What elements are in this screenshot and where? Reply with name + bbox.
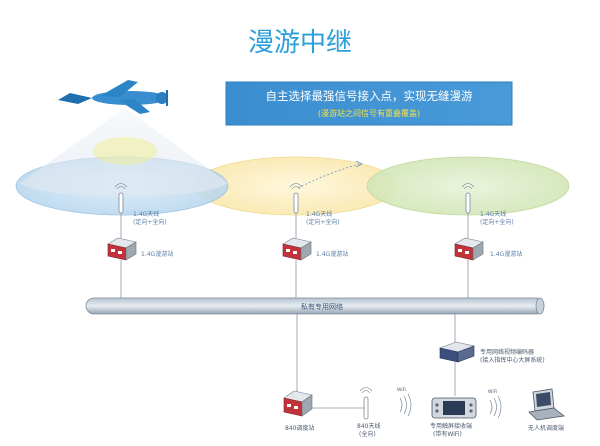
bus-label: 私有专用网络 xyxy=(301,302,343,311)
omni-antenna-label: 840天线 xyxy=(357,422,380,430)
coverage-areas xyxy=(15,156,570,216)
handheld-terminal: 专用触屏接收端 (带有WiFi) xyxy=(430,397,477,438)
decoder-label: 专用网络视频编码器 xyxy=(480,348,534,356)
dispatch-station-label: 840调度站 xyxy=(285,424,314,432)
station-label: 1.4G漫游站 xyxy=(141,250,173,258)
banner-main-text: 自主选择最强信号接入点，实现无缝漫游 xyxy=(266,89,473,103)
antenna-sub: (定向+全向) xyxy=(480,218,514,226)
video-decoder: 专用网络视频编码器 (接入指挥中心大屏系统) xyxy=(438,314,545,396)
info-banner: 自主选择最强信号接入点，实现无缝漫游 (漫游站之间信号有重叠覆盖) xyxy=(225,81,513,126)
network-bus: 私有专用网络 xyxy=(85,297,545,315)
handheld-label: 专用触屏接收端 xyxy=(430,422,472,430)
router-icon xyxy=(107,237,137,261)
laptop-label: 无人机调度端 xyxy=(528,424,564,432)
antenna-icon xyxy=(359,387,373,420)
wifi-signal-2: WiFi xyxy=(488,389,502,419)
handheld-sub: (带有WiFi) xyxy=(433,430,462,438)
router-icon xyxy=(282,237,312,261)
laptop-icon: 无人机调度端 xyxy=(528,388,565,432)
wifi-label-1: WiFi xyxy=(397,387,406,393)
antenna-sub: (定向+全向) xyxy=(306,218,340,226)
router-icon xyxy=(454,237,484,261)
station-2: 1.4G天线 (定向+全向) 1.4G漫游站 xyxy=(282,183,348,300)
page-title: 漫游中继 xyxy=(248,28,352,58)
station-3: 1.4G天线 (定向+全向) 1.4G漫游站 xyxy=(454,183,522,300)
drone-cone xyxy=(20,108,228,197)
dispatch-station: 840调度站 xyxy=(283,314,314,432)
antenna-sub: (定向+全向) xyxy=(133,218,167,226)
drone-icon xyxy=(58,80,168,114)
station-label: 1.4G漫游站 xyxy=(490,250,522,258)
omni-antenna: 840天线 (全向) xyxy=(312,387,380,438)
link-arc xyxy=(297,160,363,189)
banner-sub-text: (漫游站之间信号有重叠覆盖) xyxy=(318,108,420,118)
antenna-label: 1.4G天线 xyxy=(133,210,159,218)
decoder-icon xyxy=(438,341,476,363)
station-1: 1.4G天线 (定向+全向) 1.4G漫游站 xyxy=(107,183,173,300)
wifi-signal-1: WiFi xyxy=(397,387,412,417)
decoder-sub: (接入指挥中心大屏系统) xyxy=(480,356,545,364)
station-label: 1.4G漫游站 xyxy=(316,250,348,258)
router-icon xyxy=(283,390,313,417)
antenna-label: 1.4G天线 xyxy=(306,210,332,218)
wifi-label-2: WiFi xyxy=(488,389,497,395)
omni-antenna-sub: (全向) xyxy=(359,430,376,438)
antenna-label: 1.4G天线 xyxy=(480,210,506,218)
